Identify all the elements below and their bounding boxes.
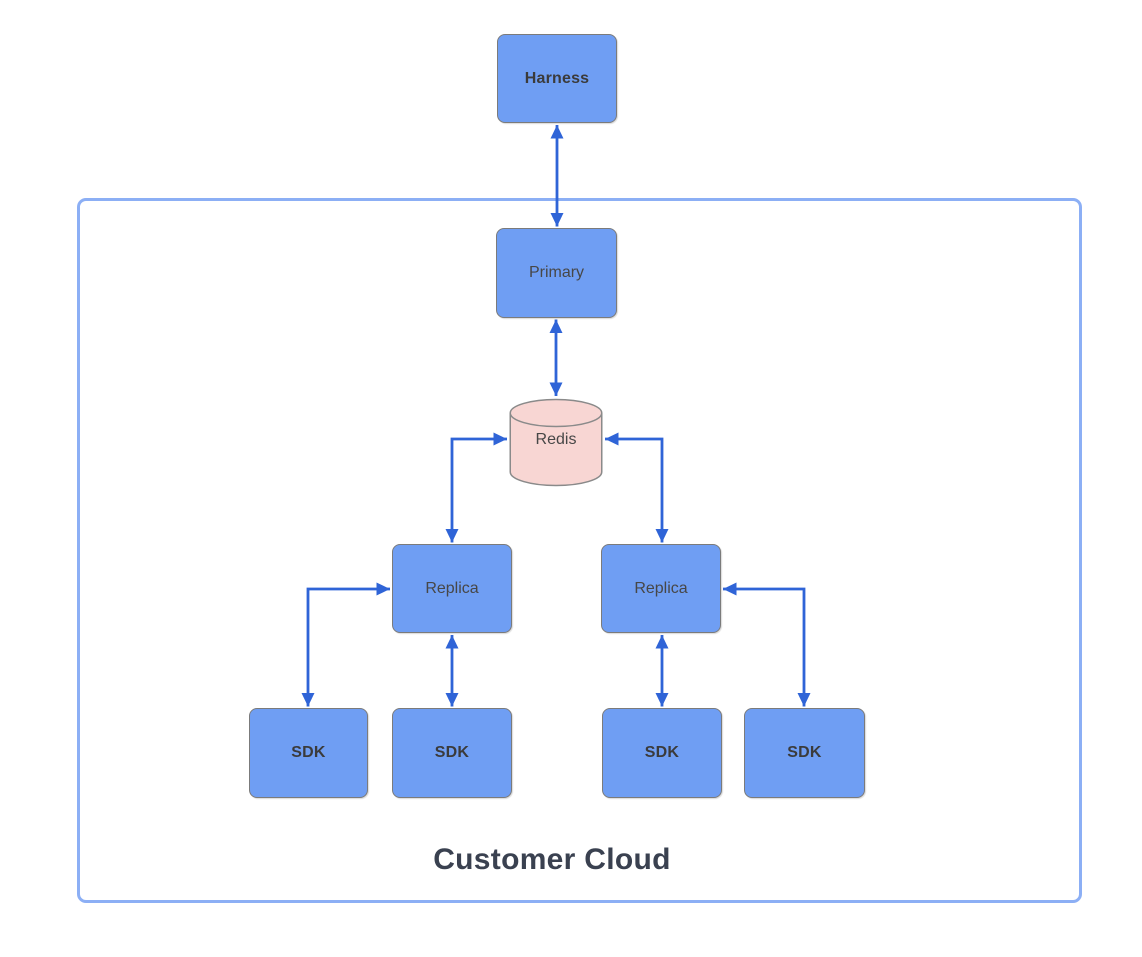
edge-replica-right-redis[interactable] [605, 432, 669, 543]
node-sdk-inner-right-label: SDK [644, 744, 680, 761]
node-sdk-far-left[interactable]: SDK [249, 708, 368, 798]
customer-cloud-boundary [77, 198, 1082, 903]
edge-sdk-far-right-replica-right[interactable] [723, 582, 811, 707]
edge-replica-left-redis[interactable] [445, 432, 507, 543]
node-replica-right-label: Replica [634, 579, 688, 597]
node-harness-label: Harness [524, 69, 590, 87]
node-sdk-inner-left-label: SDK [434, 744, 470, 761]
node-harness[interactable]: Harness [497, 34, 617, 123]
cylinder-shape [509, 398, 603, 487]
node-primary[interactable]: Primary [496, 228, 617, 318]
node-sdk-inner-left[interactable]: SDK [392, 708, 512, 798]
node-sdk-far-left-label: SDK [291, 744, 326, 761]
node-replica-right[interactable]: Replica [601, 544, 721, 633]
node-replica-left[interactable]: Replica [392, 544, 512, 633]
node-sdk-inner-right[interactable]: SDK [602, 708, 722, 798]
node-redis-cylinder[interactable]: Redis [509, 398, 603, 487]
node-sdk-far-right-label: SDK [787, 744, 822, 761]
edge-sdk-far-left-replica-left[interactable] [301, 582, 390, 707]
node-replica-left-label: Replica [425, 579, 479, 597]
node-sdk-far-right[interactable]: SDK [744, 708, 865, 798]
node-primary-label: Primary [528, 264, 585, 281]
customer-cloud-label: Customer Cloud [433, 843, 671, 876]
